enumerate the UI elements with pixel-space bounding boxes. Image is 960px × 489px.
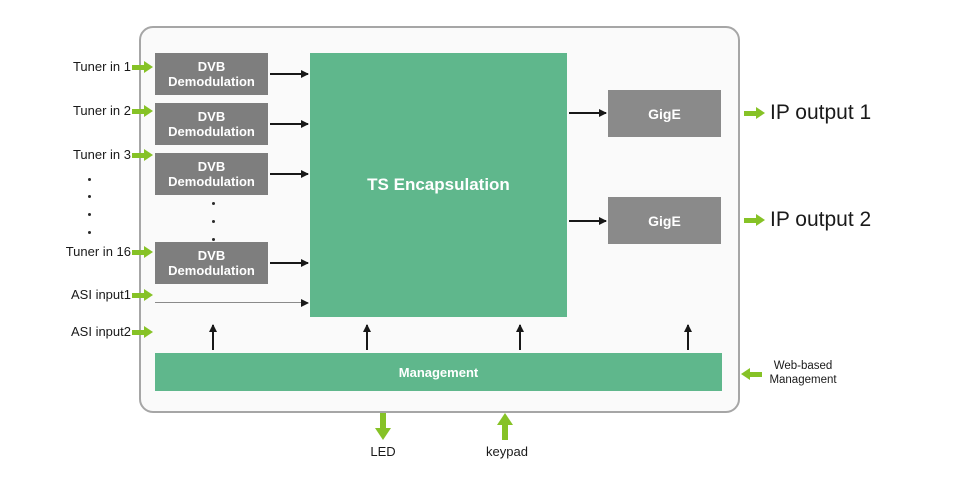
management-block: Management xyxy=(155,353,722,391)
management-block-label: Management xyxy=(398,364,479,380)
arrow-right-icon xyxy=(132,61,153,73)
input-label-tuner-1: Tuner in 1 xyxy=(72,59,131,74)
arrow-right-icon xyxy=(132,246,153,258)
dvb-demodulation-block-2: DVB Demodulation xyxy=(155,103,268,145)
ellipsis-dot xyxy=(88,178,91,181)
dvb-block-label-line2: Demodulation xyxy=(168,174,255,189)
arrow-up-icon xyxy=(516,324,524,350)
ellipsis-dot xyxy=(88,231,91,234)
arrow-right-icon xyxy=(744,107,765,119)
input-label-asi-2: ASI input2 xyxy=(71,324,131,339)
arrow-right-icon xyxy=(569,109,607,117)
arrow-right-icon xyxy=(132,326,153,338)
arrow-up-icon xyxy=(363,324,371,350)
arrow-up-icon xyxy=(497,413,513,440)
gige-block-label: GigE xyxy=(648,105,681,122)
arrow-right-icon xyxy=(132,289,153,301)
web-management-label: Web-based Management xyxy=(764,359,842,387)
gige-block-2: GigE xyxy=(608,197,721,244)
dvb-block-label-line1: DVB xyxy=(197,59,226,74)
input-label-tuner-16: Tuner in 16 xyxy=(65,244,131,259)
port-label-led: LED xyxy=(370,444,396,459)
input-label-asi-1: ASI input1 xyxy=(71,287,131,302)
arrow-right-icon xyxy=(270,120,309,128)
arrow-down-icon xyxy=(375,413,391,440)
asi-passthrough-arrow-icon xyxy=(155,297,309,309)
output-label-ip-1: IP output 1 xyxy=(770,101,872,124)
dvb-demodulation-block-1: DVB Demodulation xyxy=(155,53,268,95)
arrow-right-icon xyxy=(270,70,309,78)
ellipsis-dot xyxy=(88,195,91,198)
dvb-block-label-line1: DVB xyxy=(197,109,226,124)
ellipsis-dot xyxy=(212,220,215,223)
dvb-block-label-line1: DVB xyxy=(197,248,226,263)
gige-block-label: GigE xyxy=(648,212,681,229)
ts-encapsulation-block: TS Encapsulation xyxy=(310,53,567,317)
arrow-right-icon xyxy=(132,105,153,117)
arrow-right-icon xyxy=(744,214,765,226)
arrow-right-icon xyxy=(270,259,309,267)
input-label-tuner-3: Tuner in 3 xyxy=(72,147,131,162)
arrow-left-icon xyxy=(741,368,762,380)
arrow-right-icon xyxy=(270,170,309,178)
ts-block-label: TS Encapsulation xyxy=(367,175,510,194)
dvb-demodulation-block-16: DVB Demodulation xyxy=(155,242,268,284)
dvb-block-label-line2: Demodulation xyxy=(168,124,255,139)
dvb-demodulation-block-3: DVB Demodulation xyxy=(155,153,268,195)
port-label-keypad: keypad xyxy=(486,444,528,459)
arrow-right-icon xyxy=(132,149,153,161)
gige-block-1: GigE xyxy=(608,90,721,137)
web-management-label-line1: Web-based xyxy=(773,360,833,372)
ellipsis-dot xyxy=(212,238,215,241)
arrow-right-icon xyxy=(569,217,607,225)
input-label-tuner-2: Tuner in 2 xyxy=(72,103,131,118)
dvb-block-label-line2: Demodulation xyxy=(168,263,255,278)
arrow-up-icon xyxy=(684,324,692,350)
ellipsis-dot xyxy=(212,202,215,205)
web-management-label-line2: Management xyxy=(769,374,837,386)
ellipsis-dot xyxy=(88,213,91,216)
dvb-block-label-line2: Demodulation xyxy=(168,74,255,89)
dvb-block-label-line1: DVB xyxy=(197,159,226,174)
output-label-ip-2: IP output 2 xyxy=(770,208,872,231)
arrow-up-icon xyxy=(209,324,217,350)
